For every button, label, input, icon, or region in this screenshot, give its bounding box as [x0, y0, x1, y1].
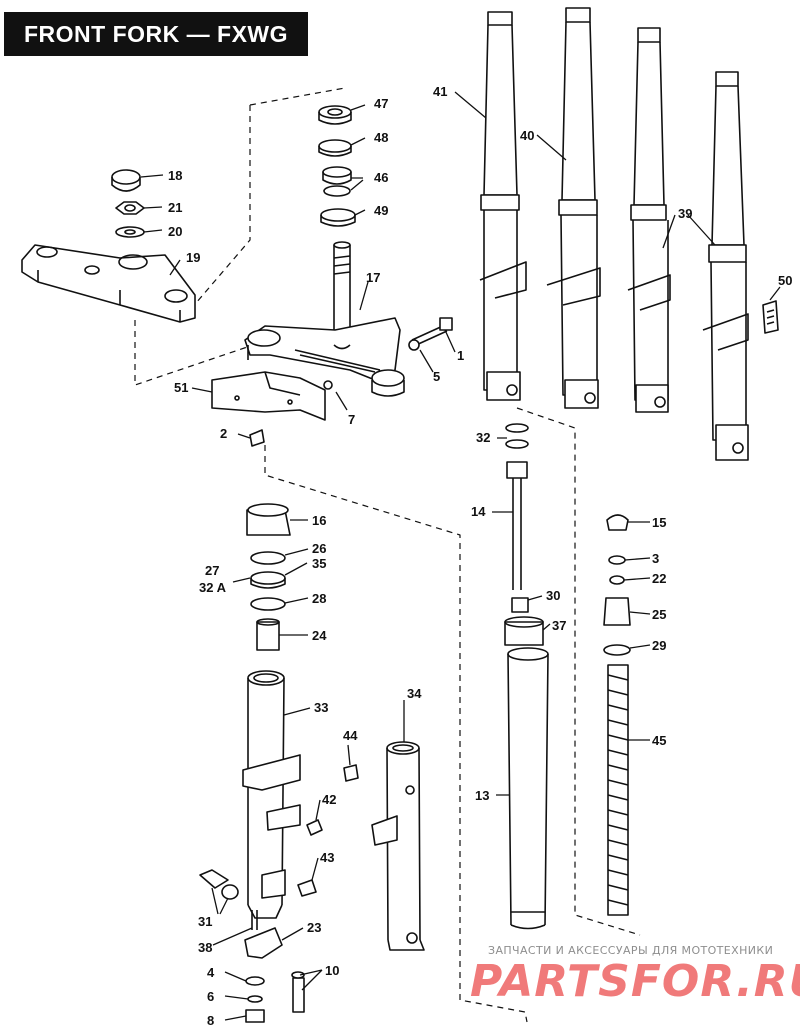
callout-39: 39	[678, 206, 692, 221]
callout-34: 34	[407, 686, 422, 701]
diagram-title: FRONT FORK — FXWG	[4, 12, 308, 56]
fork-assembly-41	[479, 11, 527, 401]
leader-lines	[140, 91, 781, 1021]
callout-35: 35	[312, 556, 326, 571]
callout-38: 38	[198, 940, 212, 955]
callout-4: 4	[207, 965, 215, 980]
callout-20: 20	[168, 224, 182, 239]
callout-19: 19	[186, 250, 200, 265]
fork-assembly-40	[546, 7, 601, 409]
callout-21: 21	[168, 200, 182, 215]
callout-1: 1	[457, 348, 464, 363]
callout-45: 45	[652, 733, 666, 748]
callout-49: 49	[374, 203, 388, 218]
callout-17: 17	[366, 270, 380, 285]
callout-7: 7	[348, 412, 355, 427]
callout-42: 42	[322, 792, 336, 807]
watermark-logo: PARTSFOR.RU	[470, 956, 800, 1007]
steering-stem	[244, 241, 405, 397]
callout-30: 30	[546, 588, 560, 603]
damper-tube-group	[504, 423, 549, 930]
callout-labels: 18 21 20 19 47 48 46 49 17 1 5 7 51 2 41…	[168, 84, 792, 1028]
watermark: ЗАПЧАСТИ И АКСЕССУАРЫ ДЛЯ МОТОТЕХНИКИ PA…	[470, 942, 800, 1036]
callout-25: 25	[652, 607, 666, 622]
fork-seal-group	[246, 503, 291, 651]
watermark-tagline: ЗАПЧАСТИ И АКСЕССУАРЫ ДЛЯ МОТОТЕХНИКИ	[488, 944, 774, 957]
callout-23: 23	[307, 920, 321, 935]
top-clamp-group	[21, 169, 196, 323]
spring-group	[603, 514, 631, 916]
callout-44: 44	[343, 728, 358, 743]
callout-18: 18	[168, 168, 182, 183]
callout-27: 27	[205, 563, 219, 578]
callout-48: 48	[374, 130, 388, 145]
callout-47: 47	[374, 96, 388, 111]
callout-32a: 32 A	[199, 580, 227, 595]
assembly-guide-lines	[134, 87, 641, 1023]
callout-8: 8	[207, 1013, 214, 1028]
callout-3: 3	[652, 551, 659, 566]
callout-51: 51	[174, 380, 188, 395]
callout-41: 41	[433, 84, 447, 99]
slider-34	[371, 741, 425, 951]
fork-assembly-39a	[627, 27, 671, 413]
callout-50: 50	[778, 273, 792, 288]
callout-24: 24	[312, 628, 327, 643]
callout-14: 14	[471, 504, 486, 519]
callout-37: 37	[552, 618, 566, 633]
callout-32: 32	[476, 430, 490, 445]
bearing-stack	[318, 105, 356, 227]
callout-40: 40	[520, 128, 534, 143]
callout-2: 2	[220, 426, 227, 441]
fork-lock-bracket	[211, 371, 333, 447]
callout-29: 29	[652, 638, 666, 653]
callout-33: 33	[314, 700, 328, 715]
callout-22: 22	[652, 571, 666, 586]
callout-31: 31	[198, 914, 212, 929]
callout-5: 5	[433, 369, 440, 384]
pinch-bolt-group	[408, 317, 453, 351]
callout-28: 28	[312, 591, 326, 606]
callout-6: 6	[207, 989, 214, 1004]
small-parts-left	[199, 764, 359, 1023]
callout-15: 15	[652, 515, 666, 530]
callout-43: 43	[320, 850, 334, 865]
nameplate-50	[762, 300, 779, 334]
callout-16: 16	[312, 513, 326, 528]
callout-13: 13	[475, 788, 489, 803]
fork-assembly-39b	[702, 71, 749, 461]
callout-10: 10	[325, 963, 339, 978]
callout-46: 46	[374, 170, 388, 185]
callout-26: 26	[312, 541, 326, 556]
slider-33	[242, 670, 301, 919]
